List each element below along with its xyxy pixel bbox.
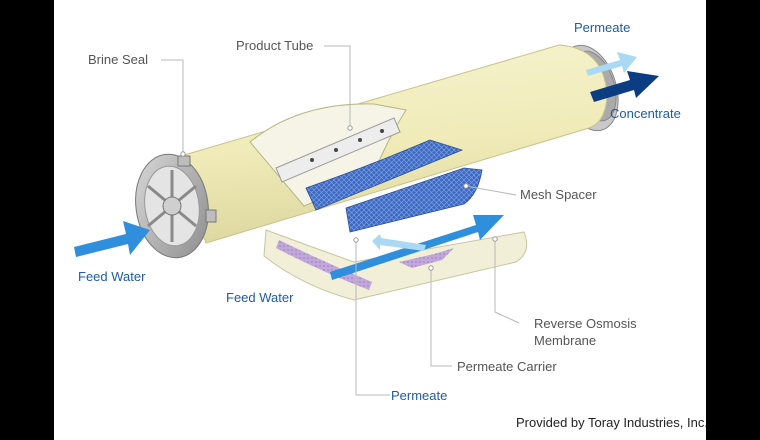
brine-seal-label: Brine Seal [88,52,148,67]
leader-lines [161,45,520,396]
ro-element-illustration [74,44,659,396]
permeate-top-arrow [586,52,637,76]
mesh-spacer-lower [345,167,483,233]
mesh-spacer-upper [305,139,464,211]
unrolled-membrane-sheet [263,229,528,301]
feed-water-mid-label: Feed Water [226,290,294,305]
concentrate-arrow [590,71,659,102]
ro-membrane-label-line1: Reverse Osmosis [534,316,637,331]
feed-water-left-label: Feed Water [78,269,146,284]
ro-membrane-label-line2: Membrane [534,333,597,348]
permeate-carrier-label: Permeate Carrier [457,359,557,374]
product-tube-label: Product Tube [236,38,314,53]
mesh-spacer-label: Mesh Spacer [520,187,597,202]
product-tube [275,117,401,183]
permeate-bottom-label: Permeate [391,388,448,403]
diagram-canvas: Product Tube Brine Seal Permeate Concent… [54,0,706,440]
permeate-top-label: Permeate [574,20,631,35]
permeate-inner-arrow [372,234,426,251]
leader-dots [180,125,498,271]
permeate-carrier-sheet [276,240,372,290]
feed-water-left-arrow [74,221,150,257]
concentrate-label: Concentrate [610,106,681,121]
permeate-carrier-fold [399,248,454,268]
credit-text: Provided by Toray Industries, Inc. [516,415,706,430]
vessel-left-end-cap [135,153,217,259]
